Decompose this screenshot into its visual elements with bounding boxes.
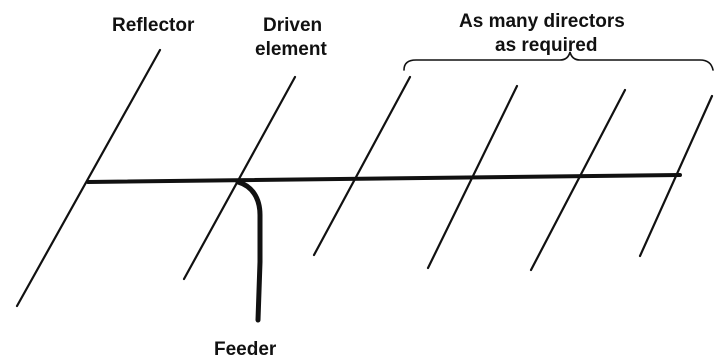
reflector-label: Reflector xyxy=(112,15,195,36)
director-element xyxy=(638,94,714,258)
reflector-element xyxy=(15,48,162,308)
director-element xyxy=(426,84,519,270)
driven-element xyxy=(182,75,297,281)
driven-element-label-line1: Driven xyxy=(263,15,322,36)
director-element xyxy=(312,75,412,257)
directors-brace xyxy=(403,51,714,71)
directors-label-line2: as required xyxy=(495,35,597,56)
boom xyxy=(86,173,682,184)
driven-element-label-line2: element xyxy=(255,39,327,60)
feeder-label: Feeder xyxy=(214,339,277,360)
feeder-line xyxy=(235,179,263,323)
director-element xyxy=(529,88,627,272)
directors-label-line1: As many directors xyxy=(459,11,625,32)
